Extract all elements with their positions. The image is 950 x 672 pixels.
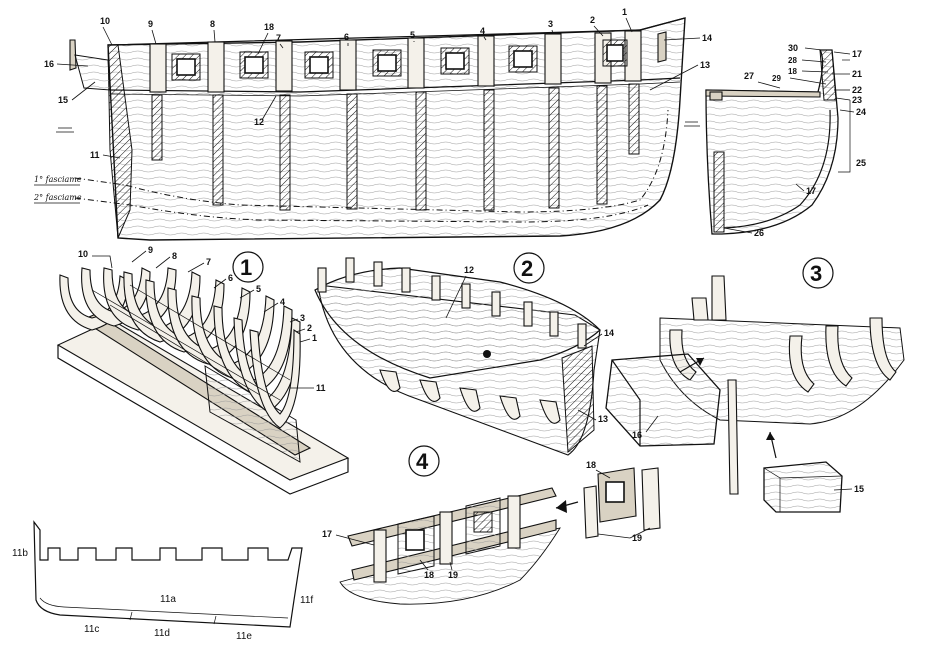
step4-label: 18 (424, 570, 434, 580)
step1-frame-label: 6 (228, 273, 233, 283)
step2-label: 12 (464, 265, 474, 275)
step-1-number: 1 (240, 255, 252, 280)
stem-post-14 (658, 32, 666, 62)
stern-block-16 (75, 55, 110, 90)
step2-bow-block (562, 346, 594, 452)
side-frame-label: 8 (210, 19, 215, 29)
side-view: 10 9 8 7 6 5 4 3 2 1 18 14 13 (33, 7, 712, 240)
side-frame-label: 6 (344, 32, 349, 42)
step4-arrow-head (556, 500, 567, 513)
section-label: 24 (856, 107, 866, 117)
step1-part-label-11: 11 (316, 383, 326, 393)
step4-label: 17 (322, 529, 332, 539)
step4-leader (598, 528, 650, 538)
step2-label: 13 (598, 414, 608, 424)
section-label: 17 (852, 49, 862, 59)
step3-label: 16 (632, 430, 642, 440)
step-2-number: 2 (521, 256, 533, 281)
step3-arrow-up-head (766, 432, 775, 440)
section-label: 25 (856, 158, 866, 168)
section-label: 18 (788, 67, 797, 76)
section-label: 26 (754, 228, 764, 238)
step1-frame-label: 3 (300, 313, 305, 323)
section-label: 29 (772, 74, 781, 83)
side-frame-label: 4 (480, 26, 485, 36)
step4-label: 18 (586, 460, 596, 470)
section-label: 23 (852, 95, 862, 105)
step1-frame-label: 7 (206, 257, 211, 267)
label-part-11: 11 (90, 150, 100, 160)
step3-label: 15 (854, 484, 864, 494)
step3-block-15 (764, 462, 842, 512)
side-frame-label: 3 (548, 19, 553, 29)
section-keel-26 (714, 152, 724, 232)
label-part-15: 15 (58, 95, 68, 105)
side-frame-label: 1 (622, 7, 627, 17)
planking-label-2: 2° fasciame (33, 193, 82, 202)
step2-label: 14 (604, 328, 614, 338)
step-3-number: 3 (810, 261, 822, 286)
side-frame-label: 7 (276, 33, 281, 43)
keel-label: 11f (300, 595, 313, 606)
section-deck (706, 90, 820, 97)
step1-frame-label: 5 (256, 284, 261, 294)
label-part-13: 13 (700, 60, 710, 70)
waterline-mark-right (684, 122, 700, 126)
section-label: 21 (852, 69, 862, 79)
stern-section-view: 30 17 28 18 21 29 22 27 23 24 25 17 26 (706, 43, 866, 238)
side-frame-label: 2 (590, 15, 595, 25)
step4-exploded-panels (584, 468, 660, 538)
step1-frame-label: 2 (307, 323, 312, 333)
step1-frame-label: 1 (312, 333, 317, 343)
label-part-16: 16 (44, 59, 54, 69)
label-part-18: 18 (264, 22, 274, 32)
step4-port-b (474, 512, 492, 532)
section-label: 22 (852, 85, 862, 95)
side-frame-label: 10 (100, 16, 110, 26)
keel-label: 11c (84, 624, 99, 635)
step1-frame-label: 9 (148, 245, 153, 255)
step4-label: 19 (448, 570, 458, 580)
keel-label: 11e (236, 631, 252, 642)
step3-stern-post (728, 380, 738, 494)
step-1-frames: 10 9 8 7 6 5 4 3 2 1 11 (58, 245, 348, 494)
section-label: 17 (806, 186, 816, 196)
step-4-number: 4 (416, 449, 429, 474)
section-label: 27 (744, 71, 754, 81)
planking-label-1: 1° fasciame (34, 175, 82, 184)
step1-frame-label: 8 (172, 251, 177, 261)
keel-label: 11b (12, 548, 28, 559)
section-label: 28 (788, 56, 797, 65)
keel-template-outline (34, 522, 302, 627)
section-label: 30 (788, 43, 798, 53)
side-frame-label: 9 (148, 19, 153, 29)
step1-frame-label: 10 (78, 249, 88, 259)
section-deck-block (710, 92, 722, 100)
label-part-14: 14 (702, 33, 712, 43)
keel-label: 11a (160, 594, 176, 605)
step2-mast-hole (483, 350, 491, 358)
keel-label: 11d (154, 628, 170, 639)
side-frame-label: 5 (410, 30, 415, 40)
step-2-deck: 12 14 13 (315, 258, 614, 455)
step4-port-a (406, 530, 424, 550)
step-4-gunports: 17 18 19 18 19 (322, 460, 660, 604)
step1-frame-label: 4 (280, 297, 285, 307)
waterline-mark-left (56, 128, 74, 132)
keel-template: 11b 11a 11f 11c 11d 11e (12, 522, 313, 642)
